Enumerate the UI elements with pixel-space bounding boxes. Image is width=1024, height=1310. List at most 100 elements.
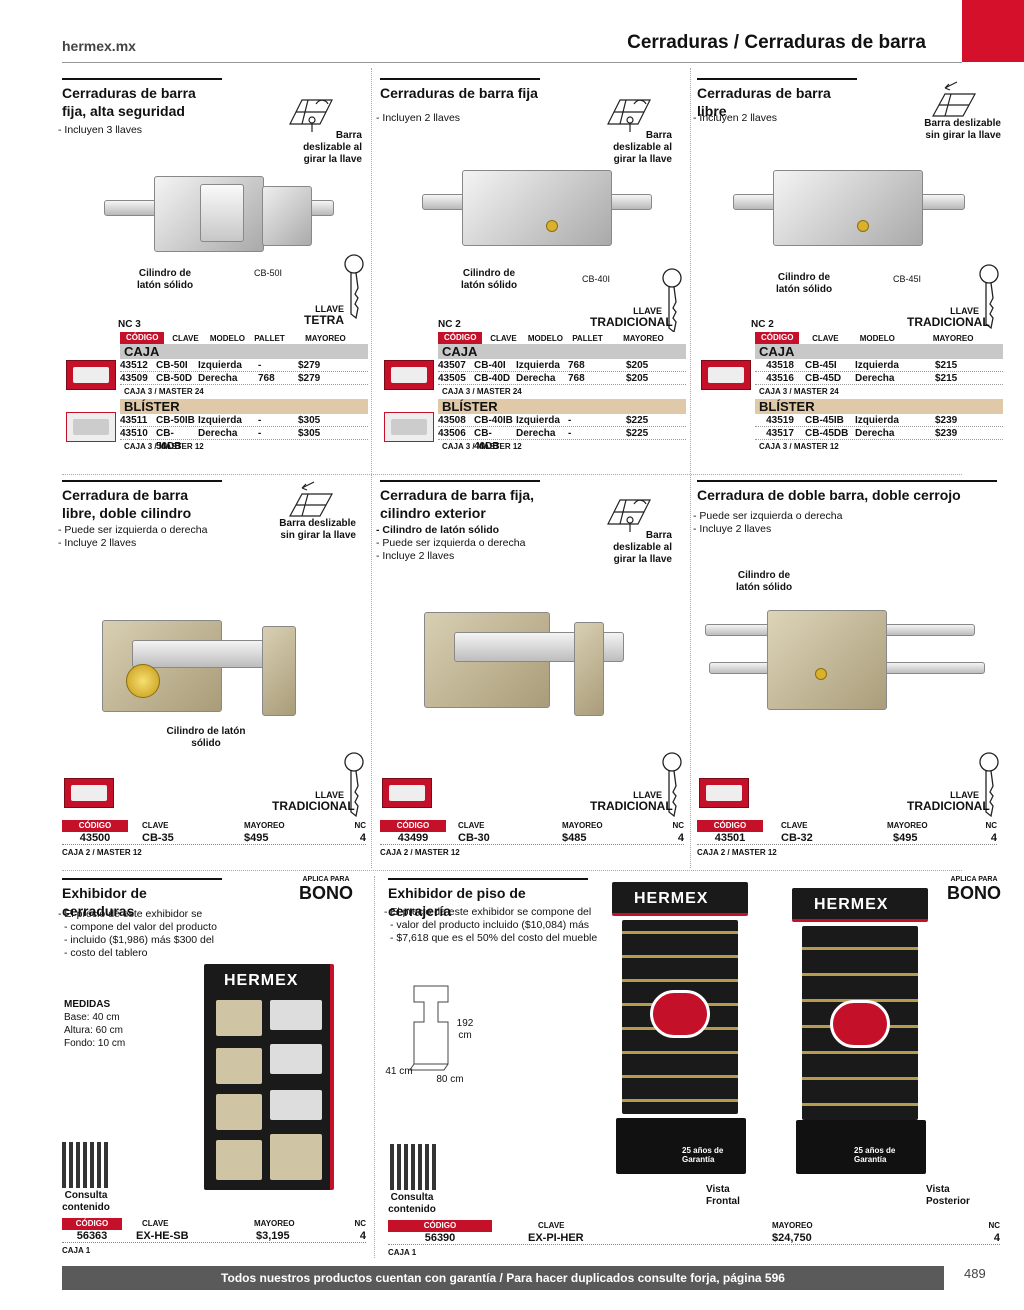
product-cb50: Cerraduras de barra fija, alta seguridad… — [62, 78, 368, 468]
key-type-name: TRADICIONAL — [590, 315, 673, 329]
col-codigo: CÓDIGO — [388, 1220, 492, 1232]
bono-word: BONO — [947, 883, 1001, 903]
master-label: CAJA 3 / MASTER 12 — [759, 442, 839, 451]
sliding-bar-key-turn-icon — [289, 99, 333, 132]
product-cb40: Cerraduras de barra fija Incluyen 2 llav… — [380, 78, 686, 468]
box-package-image — [699, 778, 749, 808]
header-rule — [62, 62, 962, 63]
lock-product-image — [424, 610, 634, 722]
hermex-logo: HERMEX — [634, 890, 709, 907]
back-view-label: Vista Posterior — [926, 1184, 970, 1207]
product-title: Cerradura de barra fija, cilindro exteri… — [380, 480, 540, 522]
section-tab — [962, 0, 1024, 62]
cabinet-base — [616, 1118, 746, 1174]
col-clave: CLAVE — [538, 1221, 565, 1230]
key-icon — [662, 268, 682, 334]
col-nc: NC — [672, 821, 684, 830]
feature: Puede ser izquierda o derecha — [58, 524, 248, 537]
product-features: Incluyen 2 llaves — [376, 112, 566, 125]
feature: Incluye 2 llaves — [376, 550, 566, 563]
key-type-name: TETRA — [304, 313, 344, 327]
key-type-name: TRADICIONAL — [907, 799, 990, 813]
feature-cont: valor del producto incluido ($10,084) má… — [384, 919, 594, 932]
front-view-label: Vista Frontal — [706, 1184, 740, 1207]
col-clave: CLAVE — [781, 821, 808, 830]
master-label: CAJA 3 / MASTER 24 — [442, 387, 522, 396]
key-type-top: LLAVE — [315, 790, 344, 800]
feature-callout: Barra deslizable al girar la llave — [613, 530, 672, 565]
product-features: Incluyen 2 llaves — [693, 112, 883, 125]
dimension-width: 80 cm — [436, 1074, 464, 1085]
box-package-image — [64, 778, 114, 808]
section-caja: CAJA — [755, 344, 1003, 359]
key-icon — [344, 254, 364, 320]
feature-callout: Barra deslizable al girar la llave — [303, 130, 362, 165]
col-mayoreo: MAYOREO — [305, 333, 346, 343]
feature-cont: incluido ($1,986) más $300 del — [58, 934, 218, 947]
row-divider — [62, 474, 962, 475]
section-blister: BLÍSTER — [755, 399, 1003, 414]
hermex-logo: HERMEX — [224, 972, 299, 989]
key-type-name: TRADICIONAL — [590, 799, 673, 813]
col-pallet: PALLET — [254, 333, 285, 343]
product-floor-display: Exhibidor de piso de cerrajería APLICA P… — [385, 876, 1001, 1258]
col-clave: CLAVE — [458, 821, 485, 830]
brass-cylinder — [126, 664, 160, 698]
qr-code[interactable] — [62, 1142, 108, 1188]
site-url[interactable]: hermex.mx — [62, 38, 136, 54]
column-divider — [690, 68, 691, 868]
col-codigo: CÓDIGO — [380, 820, 446, 832]
bono-top: APLICA PARA — [950, 876, 998, 883]
master-label: CAJA 2 / MASTER 12 — [380, 848, 460, 857]
feature-cont: costo del tablero — [58, 947, 218, 960]
col-mayoreo: MAYOREO — [244, 821, 285, 830]
display-board-image: HERMEX — [204, 964, 334, 1190]
cylinder-label: Cilindro de latón sólido — [166, 726, 246, 749]
lock-product-image — [104, 170, 334, 260]
measures: MEDIDAS Base: 40 cm Altura: 60 cm Fondo:… — [64, 998, 125, 1050]
feature-callout: Barra deslizable al girar la llave — [613, 130, 672, 165]
sliding-bar-no-turn-icon — [288, 481, 334, 517]
product-title: Cerradura de doble barra, doble cerrojo — [697, 480, 997, 504]
cylinder-label: Cilindro de latón sólido — [460, 268, 518, 291]
col-mayoreo: MAYOREO — [772, 1221, 813, 1230]
col-codigo: CÓDIGO — [697, 820, 763, 832]
col-modelo: MODELO — [527, 333, 563, 343]
section-blister: BLÍSTER — [438, 399, 686, 414]
warranty-badge: 25 años de Garantía — [854, 1146, 896, 1164]
master-label: CAJA 3 / MASTER 12 — [442, 442, 522, 451]
feature: Incluye 2 llaves — [58, 537, 248, 550]
measure-base: Base: 40 cm — [64, 1012, 120, 1023]
table-header: CÓDIGO CLAVE MAYOREO NC — [388, 1220, 1000, 1232]
qr-code[interactable] — [390, 1144, 436, 1190]
column-divider — [371, 68, 372, 868]
feature: Puede ser izquierda o derecha — [693, 510, 883, 523]
keyhole-badge — [830, 1000, 890, 1048]
section-caja: CAJA — [120, 344, 368, 359]
col-modelo: MODELO — [859, 333, 895, 343]
key-type-name: TRADICIONAL — [907, 315, 990, 329]
lock-body — [462, 170, 612, 246]
col-nc: NC — [354, 1219, 366, 1228]
display-lock-slot — [216, 1094, 262, 1130]
col-clave: CLAVE — [142, 1219, 169, 1228]
col-nc: NC — [988, 1221, 1000, 1230]
box-package-image — [701, 360, 751, 390]
cylinder-label: Cilindro de latón sólido — [775, 272, 833, 295]
lock-product-image — [102, 614, 302, 724]
